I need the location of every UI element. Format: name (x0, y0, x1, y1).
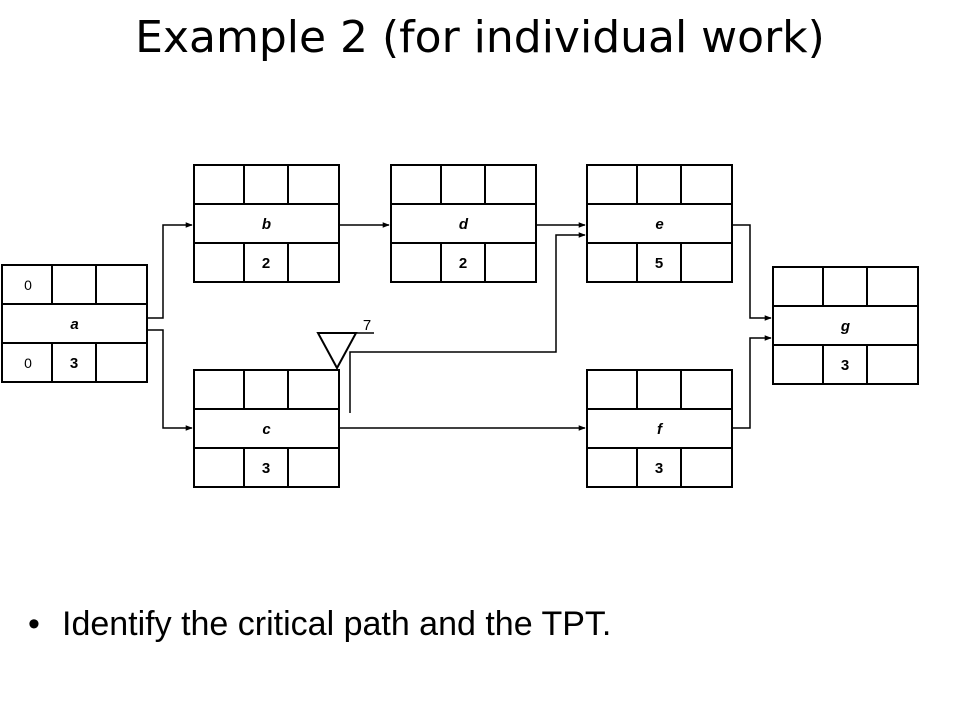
activity-label: c (262, 421, 271, 438)
activity-label: a (70, 316, 78, 333)
node-frame (586, 164, 733, 283)
link-a-c (147, 329, 193, 431)
node-frame (586, 369, 733, 488)
activity-node-c: c3 (193, 369, 340, 488)
link-f-g (732, 335, 772, 429)
activity-label: b (262, 216, 271, 233)
link-a-b (147, 222, 193, 319)
activity-node-f: f3 (586, 369, 733, 488)
activity-node-b: b2 (193, 164, 340, 283)
activity-label: e (655, 216, 663, 233)
milestone-triangle-icon (316, 332, 358, 371)
late-start: 0 (24, 355, 32, 371)
early-start: 0 (24, 277, 32, 293)
activity-duration: 2 (459, 255, 467, 272)
activity-node-g: g3 (772, 266, 919, 385)
activity-label: g (840, 318, 850, 335)
node-frame (193, 164, 340, 283)
activity-duration: 5 (655, 255, 663, 272)
activity-label: f (657, 421, 664, 438)
node-frame (1, 264, 148, 383)
node-frame (193, 369, 340, 488)
activity-duration: 2 (262, 255, 270, 272)
activity-duration: 3 (262, 460, 270, 477)
bullet-text: Identify the critical path and the TPT. (62, 605, 612, 643)
slide-title: Example 2 (for individual work) (135, 12, 825, 63)
activity-node-d: d2 (390, 164, 537, 283)
node-frame (772, 266, 919, 385)
bullet-item: • Identify the critical path and the TPT. (28, 605, 611, 644)
activity-duration: 3 (70, 355, 78, 372)
link-e-g (732, 224, 772, 321)
milestone-value: 7 (363, 317, 371, 334)
activity-node-a: a 3 0 0 (1, 264, 148, 383)
activity-label: d (459, 216, 469, 233)
node-frame (390, 164, 537, 283)
activity-duration: 3 (655, 460, 663, 477)
bullet-dot: • (28, 605, 40, 643)
milestone-marker: 7 (316, 317, 374, 371)
activity-duration: 3 (841, 357, 849, 374)
activity-node-e: e5 (586, 164, 733, 283)
link-c-e (349, 232, 586, 413)
